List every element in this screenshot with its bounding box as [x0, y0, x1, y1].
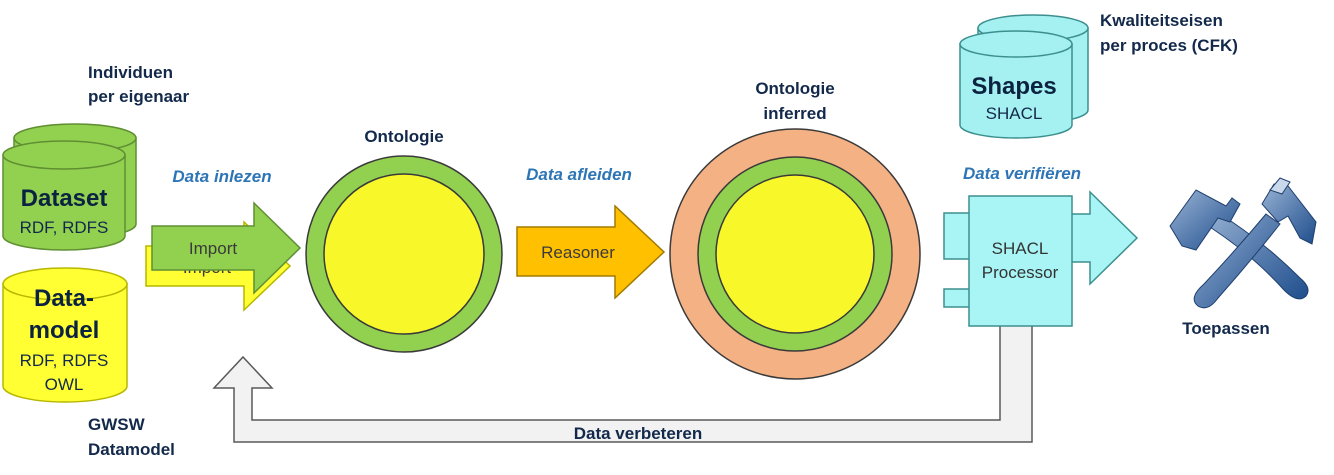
- ontologie-circle: [305, 155, 503, 353]
- shacl-processor-line1: SHACL: [992, 239, 1049, 258]
- datamodel-title-line1: Data-: [34, 285, 94, 312]
- gwsw-label-line2: Datamodel: [88, 440, 175, 459]
- reasoner-arrow: [516, 204, 666, 300]
- ontologie-label: Ontologie: [364, 127, 443, 146]
- ontologie-inferred-label-line1: Ontologie: [755, 79, 834, 98]
- data-afleiden-label: Data afleiden: [526, 165, 632, 184]
- import-arrow-front: [151, 201, 302, 295]
- dataset-sub: RDF, RDFS: [20, 218, 109, 237]
- shapes-sub: SHACL: [986, 104, 1043, 123]
- datamodel-sub-line1: RDF, RDFS: [20, 351, 109, 370]
- shapes-cylinder: [959, 14, 1089, 139]
- datamodel-cylinder: [2, 267, 128, 403]
- shapes-title: Shapes: [971, 73, 1056, 100]
- kwaliteit-label-line2: per proces (CFK): [1100, 36, 1238, 55]
- data-verbeteren-label: Data verbeteren: [574, 424, 703, 443]
- import-arrow-front-label: Import: [189, 239, 237, 258]
- individuen-label-line2: per eigenaar: [88, 87, 189, 106]
- crossed-hammers-icon: [1169, 177, 1317, 309]
- shacl-processor-line2: Processor: [982, 263, 1059, 282]
- data-verifieren-label: Data verifiëren: [963, 164, 1081, 183]
- shacl-processor: [943, 190, 1139, 327]
- datamodel-sub-line2: OWL: [45, 375, 84, 394]
- ontologie-inferred-label-line2: inferred: [763, 104, 826, 123]
- reasoner-label: Reasoner: [541, 243, 615, 262]
- datamodel-title-line2: model: [29, 317, 100, 344]
- gwsw-label-line1: GWSW: [88, 415, 146, 434]
- individuen-label-line1: Individuen: [88, 63, 173, 82]
- dataset-cylinder: [2, 123, 137, 251]
- dataset-title: Dataset: [21, 185, 108, 212]
- kwaliteit-label-line1: Kwaliteitseisen: [1100, 11, 1223, 30]
- ontologie-inferred-circle: [669, 128, 921, 380]
- feedback-arrow: [212, 319, 1033, 443]
- toepassen-label: Toepassen: [1182, 319, 1270, 338]
- data-inlezen-label: Data inlezen: [172, 167, 271, 186]
